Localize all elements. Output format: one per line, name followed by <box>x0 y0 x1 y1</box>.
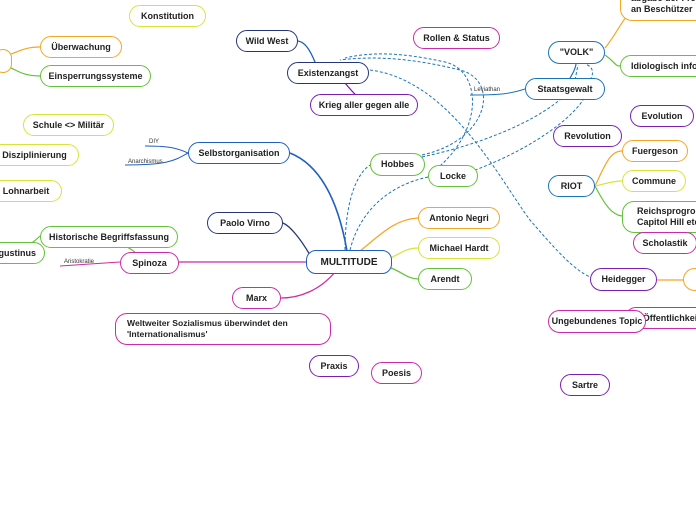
node-wild-west[interactable]: Wild West <box>236 30 298 52</box>
node-idiologisch[interactable]: Idiologisch informiert <box>620 55 696 77</box>
edge-staatsgewalt-leviathan <box>469 88 526 96</box>
edge-central-selbstorganisation <box>289 152 348 252</box>
rel-central-locke <box>349 176 429 251</box>
node-einsperrungssysteme[interactable]: Einsperrungssysteme <box>40 65 151 87</box>
node-fuergeson[interactable]: Fuergeson <box>622 140 688 162</box>
rel-central-hobbes <box>344 164 371 251</box>
node-historische-begriffsfassung[interactable]: Historische Begriffsfassung <box>40 226 178 248</box>
edge-staatsgewalt-volk <box>569 62 577 79</box>
edge-central-arendt <box>390 267 419 280</box>
rel-locke-staatsgewalt <box>469 99 584 173</box>
edge-spinoza-aristokratie <box>59 261 121 267</box>
node-reichsprogrom[interactable]: Reichsprogrom Capitol Hill etc. <box>622 201 696 233</box>
node-heidegger[interactable]: Heidegger <box>590 268 657 291</box>
rel-existenzangst-heidegger <box>369 69 591 278</box>
rel-staatsgewalt-volk-a <box>574 64 579 81</box>
label-leviathan: Leviathan <box>474 87 501 93</box>
node-revolution[interactable]: Revolution <box>553 125 622 147</box>
edge-central-antonio-negri <box>359 217 419 252</box>
node-lohnarbeit[interactable]: Lohnarbeit <box>0 180 62 202</box>
node-staatsgewalt[interactable]: Staatsgewalt <box>525 78 605 100</box>
node-weltweiter-sozialismus[interactable]: Weltweiter Sozialismus überwindet den 'I… <box>115 313 331 345</box>
node-riot[interactable]: RIOT <box>548 175 595 197</box>
edge-riot-fuergeson <box>594 150 623 187</box>
edge-existenzangst-wild-west <box>297 40 316 63</box>
label-anarchismus: Anarchismus <box>128 159 163 165</box>
edge-selbst-anarchismus <box>124 152 189 166</box>
node-marx[interactable]: Marx <box>232 287 281 309</box>
node-paolo-virno[interactable]: Paolo Virno <box>207 212 283 234</box>
node-commune[interactable]: Commune <box>622 170 686 192</box>
node-konstitution[interactable]: Konstitution <box>129 5 206 27</box>
node-michael-hardt[interactable]: Michael Hardt <box>418 237 500 259</box>
node-evolution[interactable]: Evolution <box>630 105 694 127</box>
node-hobbes[interactable]: Hobbes <box>370 153 425 176</box>
node-poesis[interactable]: Poesis <box>371 362 422 384</box>
node-sartre[interactable]: Sartre <box>560 374 610 396</box>
node-praxis[interactable]: Praxis <box>309 355 359 377</box>
node-disziplinierung[interactable]: Disziplinierung <box>0 144 79 166</box>
node-spinoza[interactable]: Spinoza <box>120 252 179 274</box>
edge-volk-idiologisch <box>604 54 621 67</box>
node-antonio-negri[interactable]: Antonio Negri <box>418 207 500 229</box>
label-aristokratie: Aristokratie <box>64 259 95 265</box>
edge-central-marx <box>280 271 336 299</box>
node-arendt[interactable]: Arendt <box>418 268 472 290</box>
node-multitude[interactable]: MULTITUDE <box>306 250 392 274</box>
node-locke[interactable]: Locke <box>428 165 478 187</box>
node-rollen-status[interactable]: Rollen & Status <box>413 27 500 49</box>
edge-riot-reichsprogrom <box>594 185 623 217</box>
edge-riot-commune <box>594 180 623 187</box>
node-abgabe-freiheit[interactable]: abgabe der Freiheit an Beschützer <box>620 0 696 21</box>
edge-central-michael-hardt <box>390 247 419 259</box>
node-selbstorganisation[interactable]: Selbstorganisation <box>188 142 290 164</box>
edge-selbst-diy <box>144 145 189 154</box>
node-scholastik[interactable]: Scholastik <box>633 232 696 254</box>
node-ueberwachung[interactable]: Überwachung <box>40 36 122 58</box>
node-schule-militaer[interactable]: Schule <> Militär <box>23 114 114 136</box>
node-ungebundenes-topic[interactable]: Ungebundenes Topic <box>548 310 646 333</box>
label-diy: DIY <box>149 139 160 145</box>
rel-hobbes-existenzangst <box>339 57 484 156</box>
node-volk[interactable]: "VOLK" <box>548 41 605 64</box>
node-augustinus[interactable]: Augustinus <box>0 242 45 264</box>
node-existenzangst[interactable]: Existenzangst <box>287 62 369 84</box>
edge-central-paolo-virno <box>282 222 311 256</box>
node-krieg-aller[interactable]: Krieg aller gegen alle <box>310 94 418 116</box>
node-left-stub[interactable] <box>0 49 12 73</box>
rel-locke-existenzangst <box>344 53 473 167</box>
